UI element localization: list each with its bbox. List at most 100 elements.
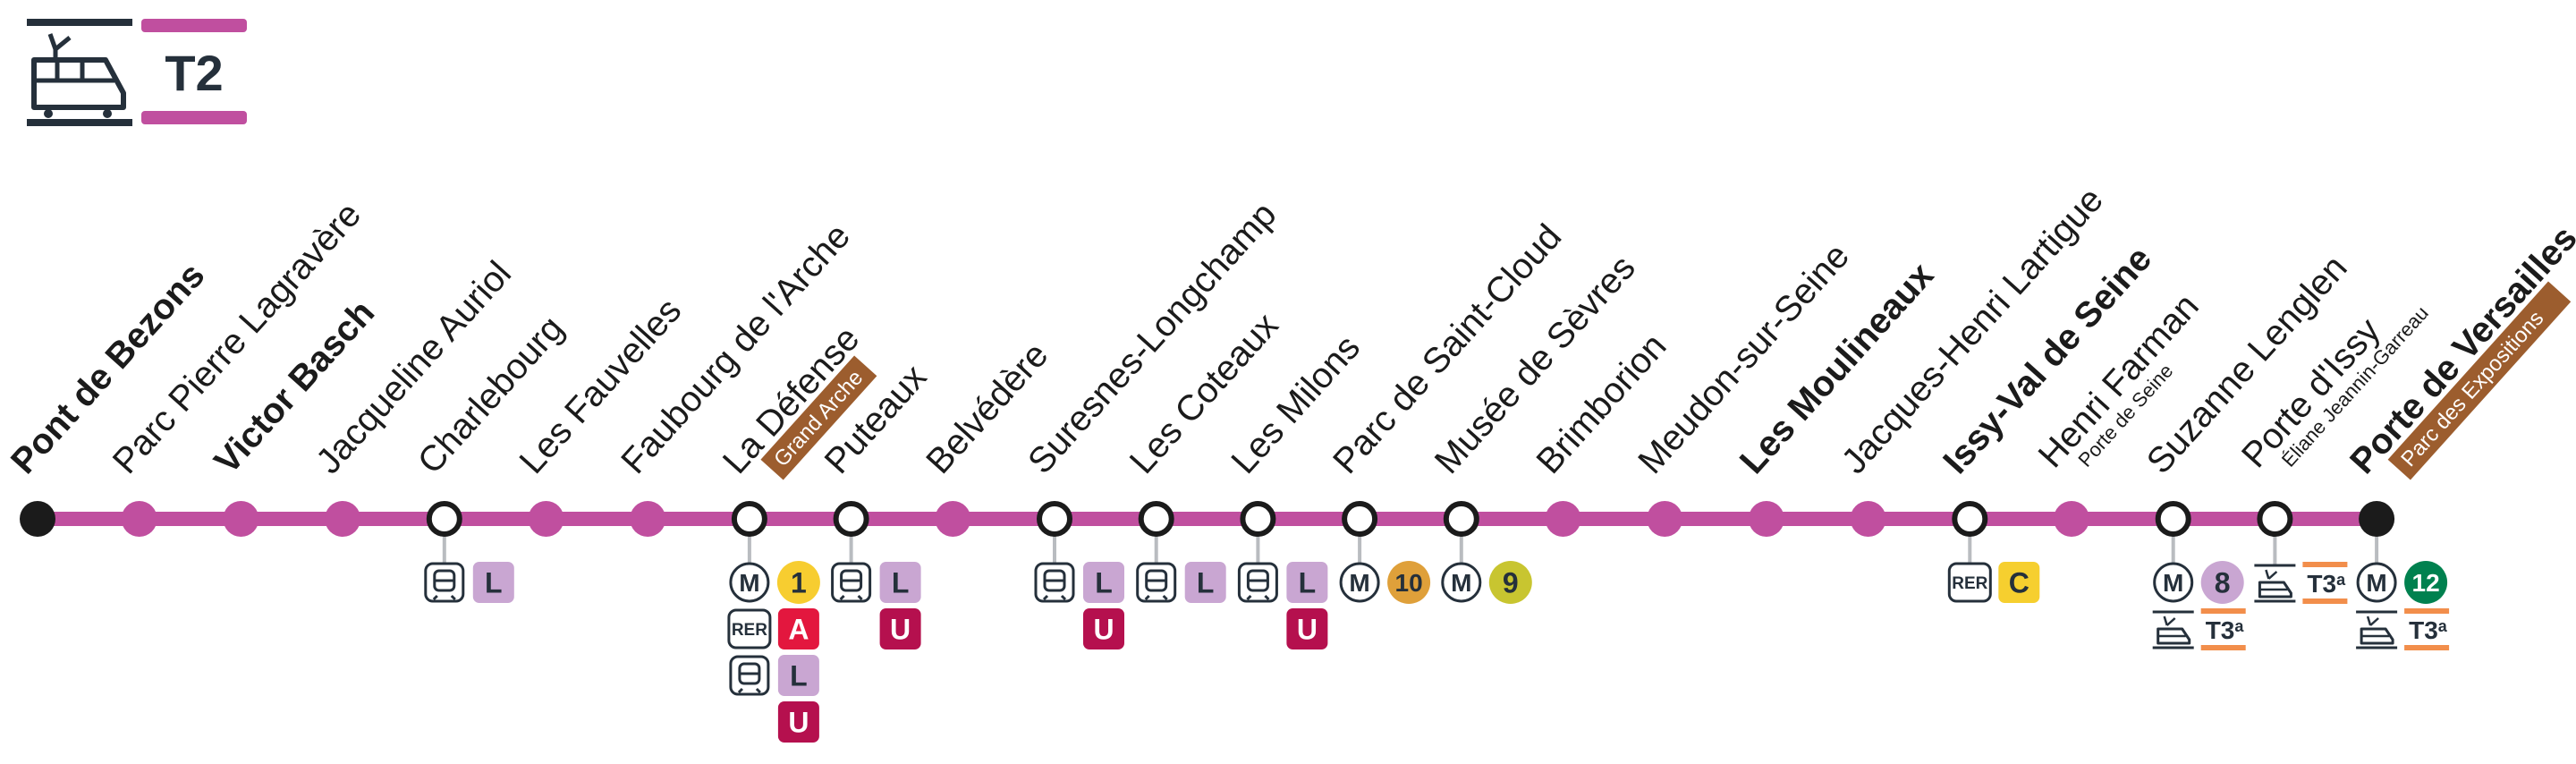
- line-badge: L: [1184, 562, 1226, 603]
- connection-row[interactable]: T3a: [2254, 562, 2348, 604]
- connection-row[interactable]: L: [729, 655, 819, 696]
- station-dot[interactable]: [1240, 501, 1276, 537]
- line-badge: U: [1286, 608, 1328, 649]
- connection-row[interactable]: U: [1083, 608, 1124, 649]
- station-dot[interactable]: [528, 501, 564, 537]
- tram-icon: [2356, 610, 2398, 649]
- connection-row[interactable]: RER A: [727, 608, 819, 649]
- connection-row[interactable]: L: [424, 562, 514, 603]
- station-dot[interactable]: [1138, 501, 1174, 537]
- line-header: T2: [27, 19, 247, 126]
- line-color-bar-top: [141, 19, 247, 32]
- metro-icon: M: [2356, 562, 2397, 603]
- svg-text:9: 9: [1503, 567, 1519, 599]
- tram-icon: [2152, 610, 2194, 649]
- train-icon: [1136, 562, 1177, 603]
- connection-row[interactable]: T3a: [2356, 608, 2450, 650]
- rer-icon: RER: [1947, 562, 1992, 603]
- station-dot[interactable]: [1545, 501, 1581, 537]
- connection-row[interactable]: L: [1034, 562, 1124, 603]
- station-dot[interactable]: [20, 501, 55, 537]
- station-dot[interactable]: [223, 501, 259, 537]
- tram-line-badge: T3a: [2302, 562, 2348, 604]
- station-label-group: Jacqueline Auriol: [309, 254, 519, 481]
- station-dot[interactable]: [1647, 501, 1683, 537]
- station-dot[interactable]: [1850, 501, 1886, 537]
- rer-icon: RER: [727, 608, 772, 649]
- station-dot[interactable]: [121, 501, 157, 537]
- station-dot[interactable]: [1342, 501, 1378, 537]
- tram-line-badge: T3a: [2404, 608, 2450, 650]
- svg-text:A: A: [788, 614, 809, 646]
- line-badge: U: [1083, 608, 1124, 649]
- station-dot[interactable]: [1748, 501, 1784, 537]
- train-icon: [831, 562, 872, 603]
- svg-text:L: L: [790, 660, 808, 692]
- connection-row[interactable]: M 12: [2356, 561, 2448, 604]
- station-dot[interactable]: [935, 501, 971, 537]
- connection-row[interactable]: L: [1237, 562, 1328, 603]
- line-badge: U: [777, 701, 819, 743]
- svg-text:T3a: T3a: [2206, 616, 2245, 644]
- station-dot[interactable]: [2257, 501, 2293, 537]
- station-dot[interactable]: [731, 501, 767, 537]
- line-badge: L: [1286, 562, 1328, 603]
- connection-row[interactable]: L: [1136, 562, 1226, 603]
- station-dot[interactable]: [833, 501, 869, 537]
- station-name: Jacqueline Auriol: [309, 254, 519, 481]
- svg-text:M: M: [1451, 569, 1471, 597]
- line-badge: 1: [776, 561, 820, 604]
- connection-row[interactable]: L: [831, 562, 921, 603]
- svg-text:M: M: [2163, 569, 2183, 597]
- station-label-group: Les Moulineaux: [1733, 256, 1941, 481]
- line-badge: 12: [2404, 561, 2448, 604]
- train-icon: [424, 562, 465, 603]
- svg-text:M: M: [2366, 569, 2386, 597]
- svg-text:U: U: [890, 614, 911, 646]
- station-name: Pont de Bezons: [4, 256, 212, 481]
- station-dot[interactable]: [1037, 501, 1072, 537]
- connection-row[interactable]: U: [777, 701, 819, 743]
- svg-text:C: C: [2009, 567, 2029, 599]
- train-icon: [729, 655, 770, 696]
- svg-text:L: L: [1299, 567, 1317, 599]
- station-dot[interactable]: [1443, 501, 1479, 537]
- station[interactable]: Belvédère: [919, 335, 1056, 537]
- station-dot[interactable]: [2155, 501, 2191, 537]
- tram-icon: [27, 19, 132, 126]
- train-icon: [1034, 562, 1075, 603]
- station-dot[interactable]: [426, 501, 462, 537]
- line-color-bar-bottom: [141, 111, 247, 124]
- svg-text:L: L: [485, 567, 503, 599]
- svg-text:12: 12: [2412, 569, 2440, 597]
- station-dot[interactable]: [1952, 501, 1988, 537]
- svg-text:M: M: [739, 569, 759, 597]
- svg-text:U: U: [1093, 614, 1114, 646]
- line-badge: U: [879, 608, 921, 649]
- connection-row[interactable]: T3a: [2152, 608, 2246, 650]
- svg-text:U: U: [1297, 614, 1318, 646]
- metro-icon: M: [729, 562, 770, 603]
- svg-text:T3a: T3a: [2307, 570, 2346, 598]
- station-dot[interactable]: [630, 501, 666, 537]
- connection-row[interactable]: U: [879, 608, 921, 649]
- svg-text:T3a: T3a: [2409, 616, 2448, 644]
- connection-row[interactable]: U: [1286, 608, 1328, 649]
- svg-text:U: U: [788, 707, 809, 739]
- svg-text:10: 10: [1395, 569, 1423, 597]
- station-dot[interactable]: [2359, 501, 2395, 537]
- line-badge: L: [472, 562, 514, 603]
- station-dot[interactable]: [325, 501, 361, 537]
- svg-text:1: 1: [791, 567, 807, 599]
- connection-row[interactable]: RER C: [1947, 562, 2040, 603]
- station-dot[interactable]: [2054, 501, 2089, 537]
